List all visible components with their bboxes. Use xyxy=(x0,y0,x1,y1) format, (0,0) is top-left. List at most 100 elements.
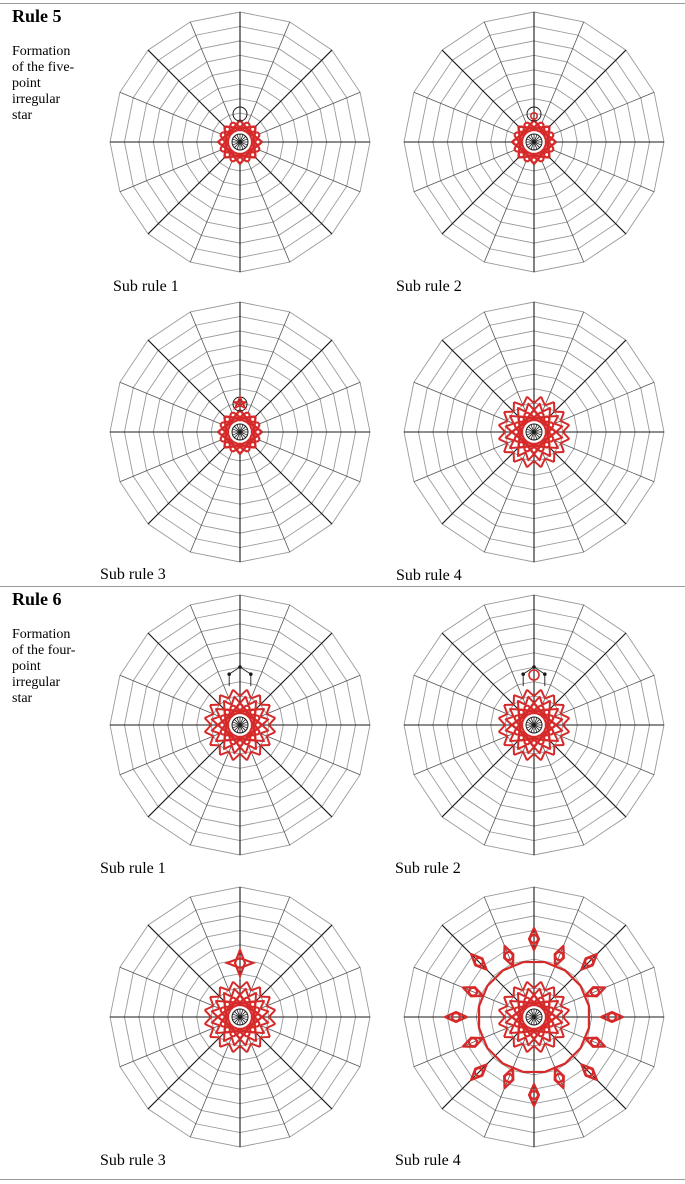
grid-spoke xyxy=(247,21,291,123)
star-node xyxy=(513,421,522,429)
star-line xyxy=(524,402,535,413)
center-spoke xyxy=(533,1016,542,1021)
star-node xyxy=(513,435,522,443)
polar-grid xyxy=(109,886,371,1148)
star-line xyxy=(560,731,570,737)
star-line xyxy=(246,1043,252,1053)
star-line xyxy=(255,707,265,718)
star-line xyxy=(516,407,527,417)
star-node xyxy=(249,151,257,159)
inner-star xyxy=(217,702,263,748)
star-node xyxy=(252,435,261,443)
grid-spoke xyxy=(189,451,233,553)
star-node xyxy=(546,1006,555,1014)
diagram-panel xyxy=(106,591,374,859)
grid-spoke xyxy=(541,604,585,706)
outer-star xyxy=(203,980,277,1054)
star-line xyxy=(562,1016,571,1025)
star-node xyxy=(236,1031,244,1039)
outer-star xyxy=(497,688,571,762)
star-ring xyxy=(227,129,253,155)
star-node xyxy=(229,1029,237,1038)
star-line xyxy=(522,396,528,406)
star-node xyxy=(249,1000,257,1008)
star-line xyxy=(549,1024,559,1035)
star-line xyxy=(247,992,258,1002)
star-line xyxy=(553,1016,564,1027)
grid-spoke xyxy=(413,439,515,483)
center-spoke xyxy=(236,724,241,733)
star-node xyxy=(219,714,228,722)
grid-spoke xyxy=(483,451,527,553)
grid-spoke xyxy=(147,924,226,1003)
grid-spoke xyxy=(483,604,527,706)
star-node xyxy=(530,156,538,164)
five-point-star xyxy=(233,394,247,411)
inner-star xyxy=(217,994,263,1040)
star-line xyxy=(255,1024,265,1035)
outer-star xyxy=(497,980,571,1054)
star-node xyxy=(543,1026,551,1034)
inner-star xyxy=(511,994,557,1040)
star-line xyxy=(562,724,571,733)
grid-spoke xyxy=(553,674,655,718)
center-spoke xyxy=(239,141,244,150)
grid-spoke xyxy=(441,339,520,418)
star-line xyxy=(533,688,542,697)
grid-spoke xyxy=(119,149,221,193)
grid-spoke xyxy=(259,149,361,193)
star-node xyxy=(229,411,237,420)
panel-caption: Sub rule 1 xyxy=(100,860,166,877)
panel-caption: Sub rule 4 xyxy=(395,1152,461,1169)
rule-description: Formation of the four-point irregular st… xyxy=(12,627,76,706)
star-line xyxy=(544,457,555,463)
star-line xyxy=(516,447,527,457)
grid-spoke xyxy=(259,91,361,135)
center-spoke xyxy=(526,138,535,143)
grid-spoke xyxy=(189,161,233,263)
star-node xyxy=(236,410,244,418)
star-node xyxy=(517,708,525,716)
star-line xyxy=(222,992,233,1002)
star-line xyxy=(246,689,252,699)
star-node xyxy=(236,703,244,711)
star-line xyxy=(210,1016,221,1027)
star-node xyxy=(523,737,531,746)
star-node xyxy=(236,156,244,164)
star-line xyxy=(503,442,509,453)
center-spoke xyxy=(533,1011,540,1018)
star-line xyxy=(560,713,570,719)
star-line xyxy=(497,724,506,733)
center-spoke xyxy=(232,724,241,729)
star-line xyxy=(509,1024,519,1035)
star-node xyxy=(243,996,251,1005)
star-line xyxy=(210,724,221,735)
center-spoke xyxy=(239,134,244,143)
star-line xyxy=(230,1036,241,1047)
star-node xyxy=(537,996,545,1005)
star-node xyxy=(546,714,555,722)
star-ring xyxy=(521,712,547,738)
center-spoke xyxy=(234,426,241,433)
star-node xyxy=(512,1013,520,1021)
construction-diagram xyxy=(403,594,665,856)
grid-spoke xyxy=(553,439,655,483)
star-line xyxy=(553,422,564,433)
center-rosette xyxy=(525,1008,543,1026)
star-node xyxy=(513,1020,522,1028)
center-spoke xyxy=(239,424,244,433)
star-line xyxy=(265,996,271,1007)
center-spoke xyxy=(533,426,540,433)
star-line xyxy=(504,431,515,442)
center-spoke xyxy=(530,134,535,143)
center-spoke xyxy=(234,1011,241,1018)
star-node xyxy=(537,737,545,746)
diagram-panel xyxy=(400,591,668,859)
panel-caption: Sub rule 3 xyxy=(100,1152,166,1169)
center-spoke xyxy=(239,724,248,729)
star-line xyxy=(239,753,248,762)
center-spoke xyxy=(533,428,542,433)
construction-diagram xyxy=(403,301,665,563)
grid-spoke xyxy=(548,924,627,1003)
four-point-star xyxy=(223,956,257,970)
